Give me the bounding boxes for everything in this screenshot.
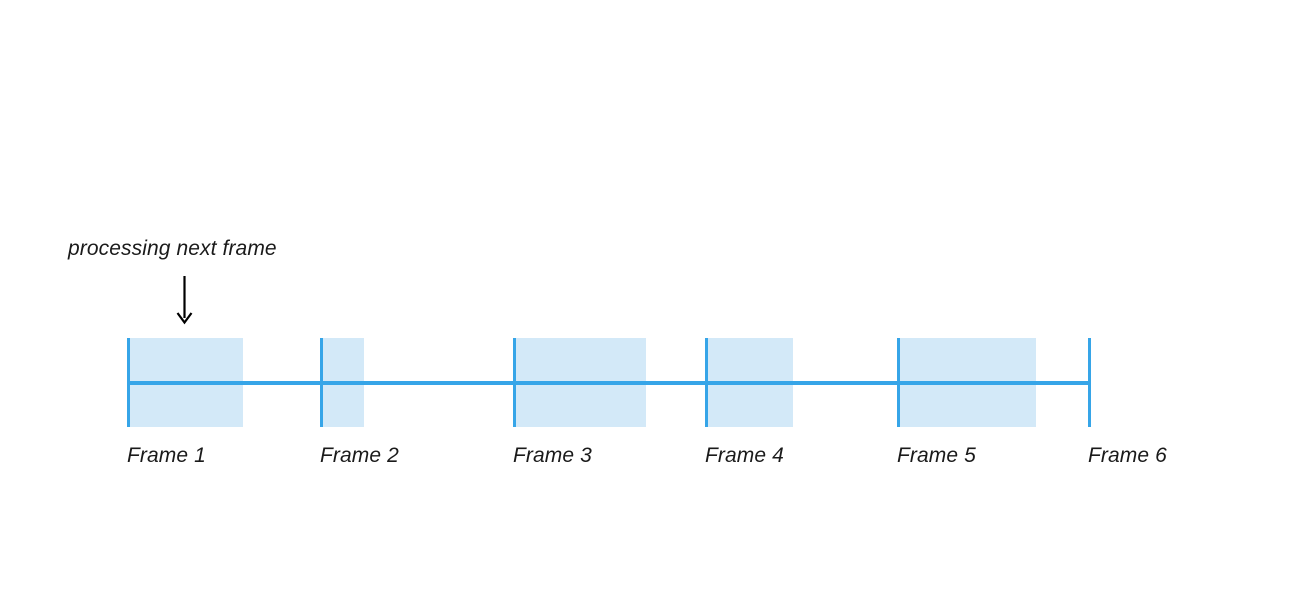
- frame-label-1: Frame 1: [127, 444, 206, 467]
- frame-tick: [320, 338, 323, 427]
- frame-label-4: Frame 4: [705, 444, 784, 467]
- frame-label-6: Frame 6: [1088, 444, 1167, 467]
- frame-tick: [513, 338, 516, 427]
- annotation-label: processing next frame: [68, 237, 277, 260]
- frame-label-3: Frame 3: [513, 444, 592, 467]
- timeline-axis: [127, 381, 1091, 385]
- frame-label-2: Frame 2: [320, 444, 399, 467]
- frame-tick: [705, 338, 708, 427]
- frame-tick: [897, 338, 900, 427]
- frame-tick: [127, 338, 130, 427]
- frame-label-5: Frame 5: [897, 444, 976, 467]
- frame-tick: [1088, 338, 1091, 427]
- arrow-down-icon: [170, 274, 200, 326]
